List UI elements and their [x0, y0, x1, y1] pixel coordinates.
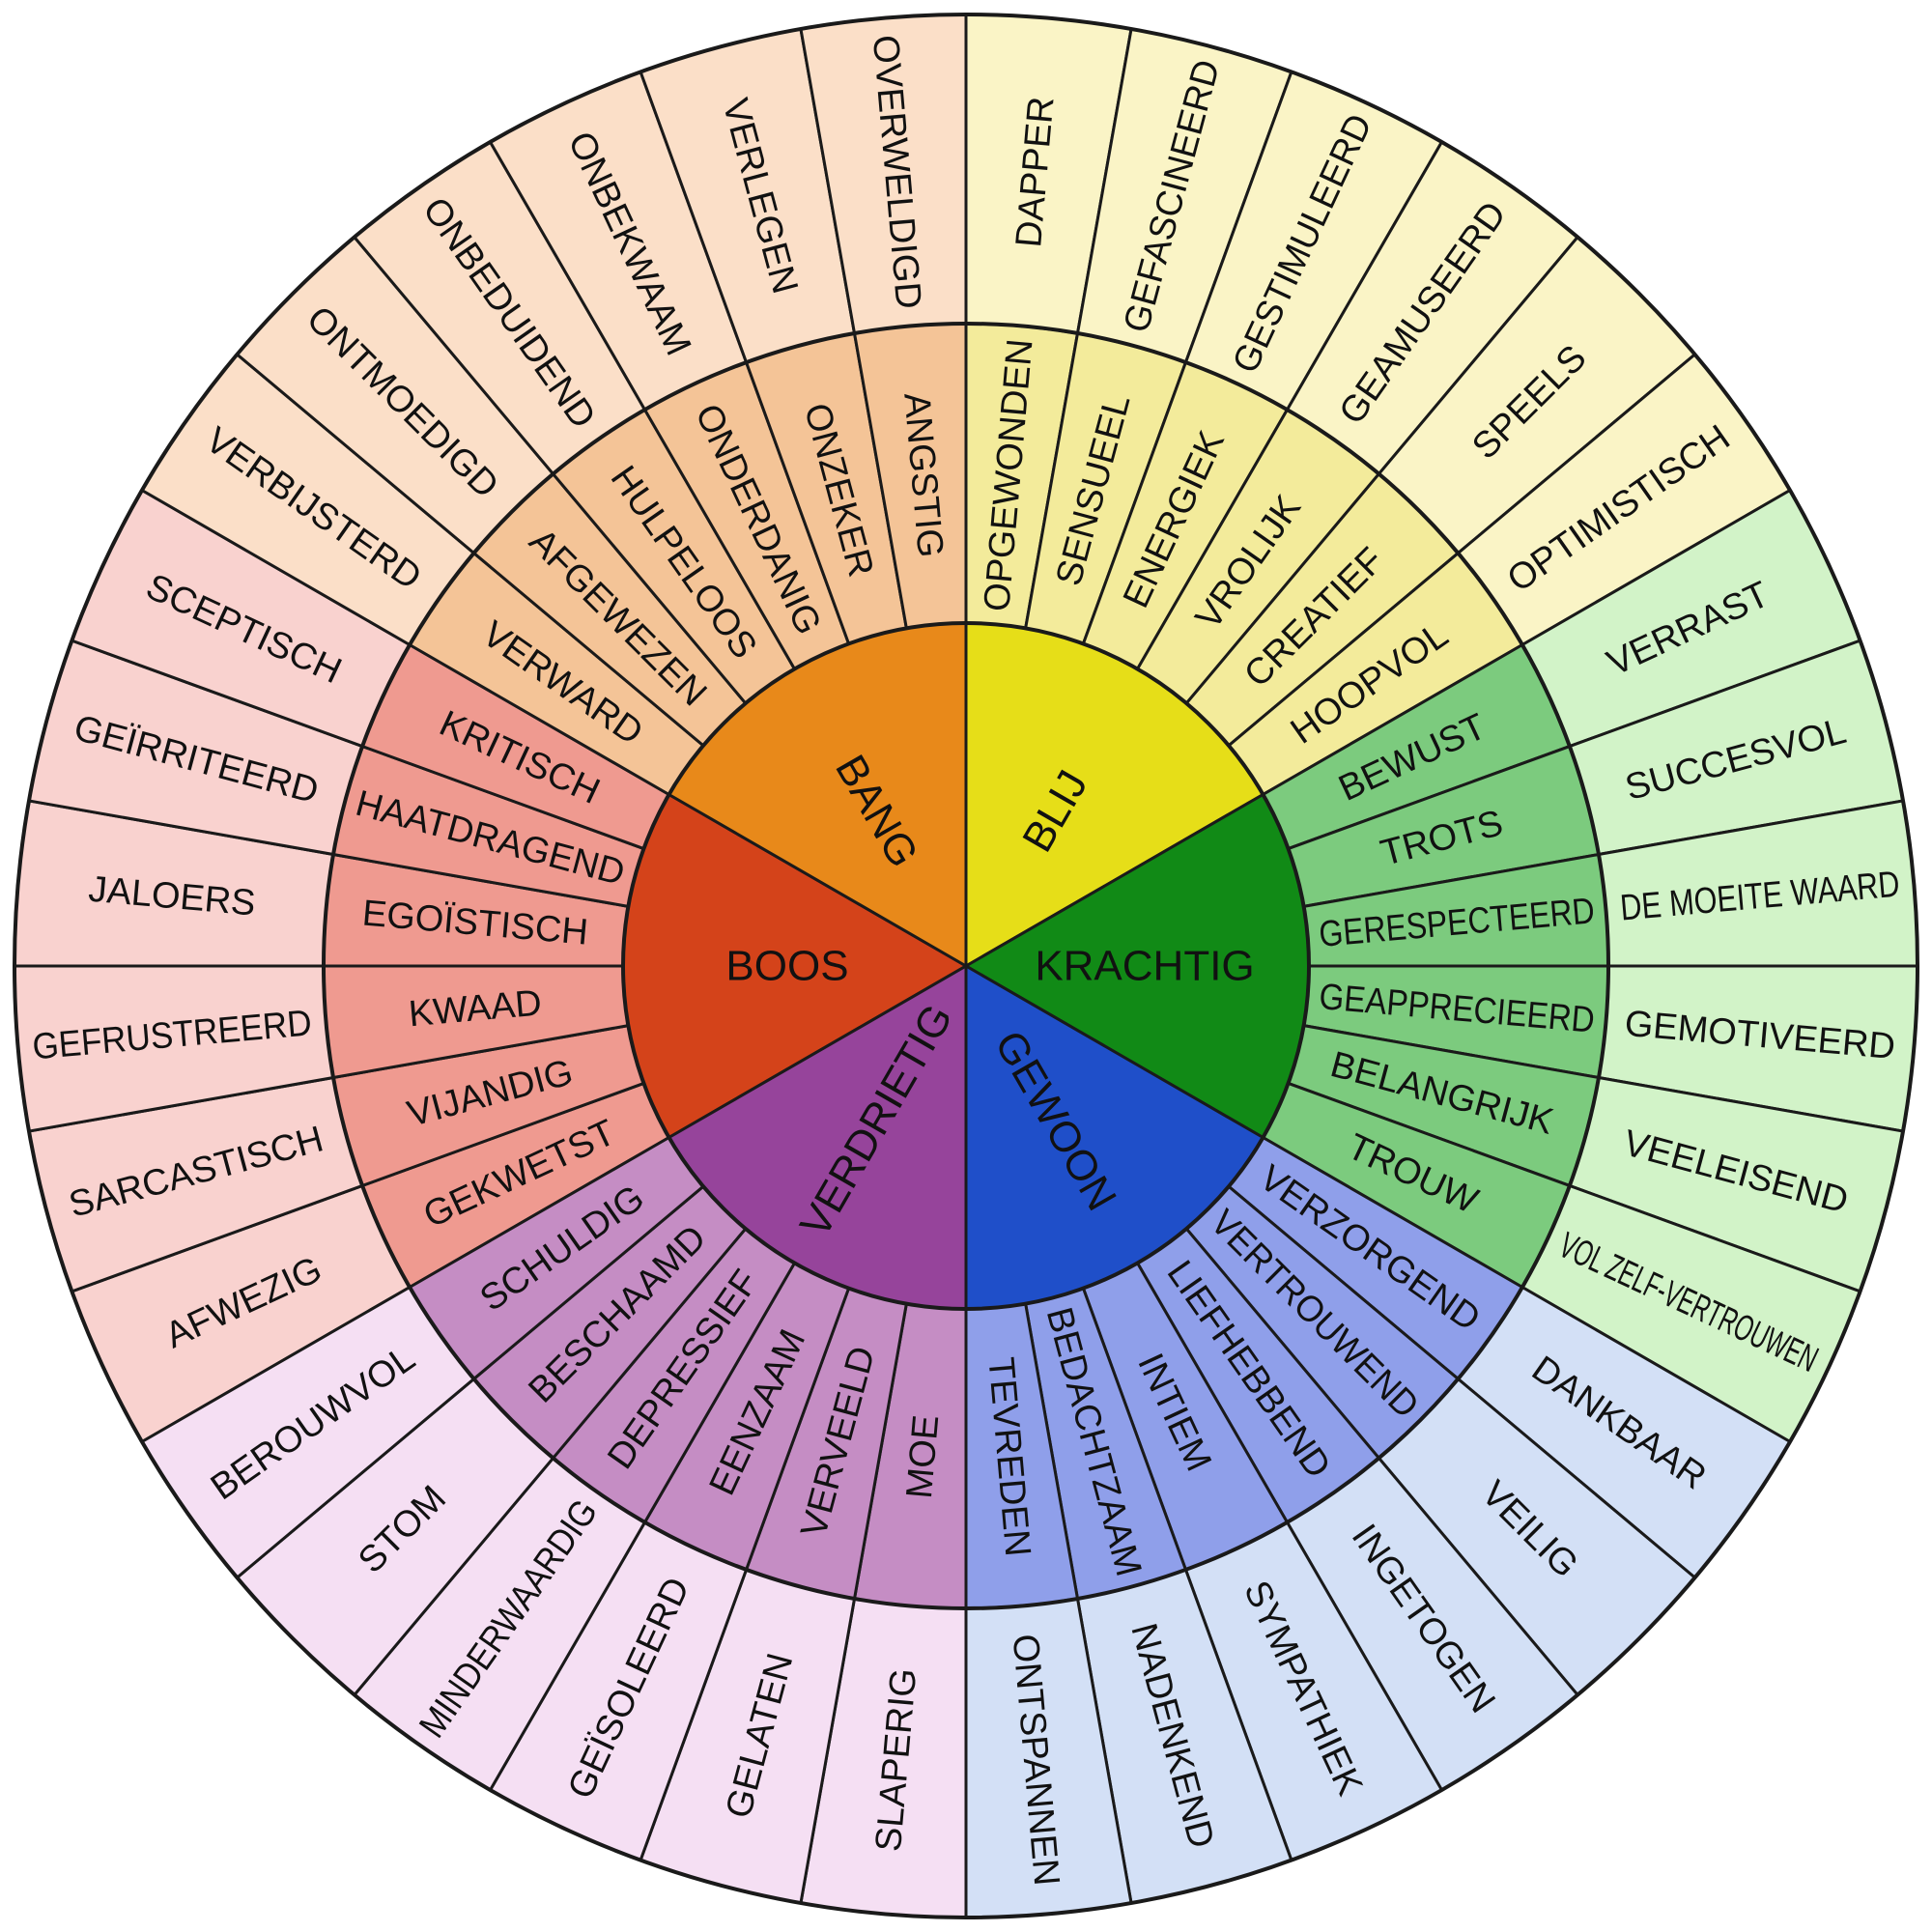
middle-label-moe: MOE: [899, 1413, 947, 1500]
wheel-middle-border: [322, 322, 1610, 1610]
wheel-segments: [13, 13, 1919, 1919]
center-label-krachtig: KRACHTIG: [1035, 943, 1254, 990]
center-label-boos: BOOS: [725, 943, 848, 990]
wheel-outer-border: [13, 13, 1919, 1919]
wheel-inner-border: [621, 621, 1311, 1311]
